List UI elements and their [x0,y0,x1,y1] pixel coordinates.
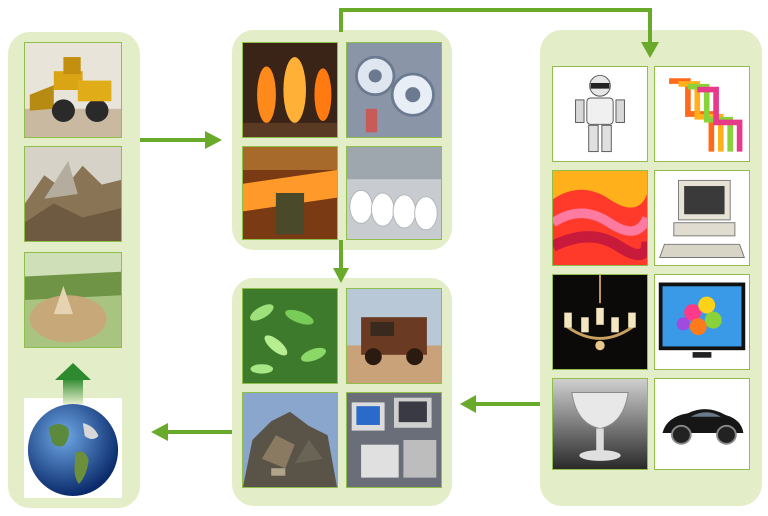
rusted-car-photo [346,288,442,384]
scrap-metal-heap-photo [242,392,338,488]
stacked-chairs-photo [654,66,750,162]
mining-debris-photo [24,146,122,242]
robot-photo [552,66,648,162]
discarded-monitors-photo [346,392,442,488]
chandelier-photo [552,274,648,370]
paper-rolls-photo [346,146,442,240]
flatscreen-tv-photo [654,274,750,370]
hybrid-car-photo [654,378,750,470]
hot-rolling-photo [242,146,338,240]
desktop-computer-photo [654,170,750,266]
arrow-extraction-to-processing [140,131,222,149]
bulldozer-photo [24,42,122,138]
green-glass-bottles-photo [242,288,338,384]
arrow-products-to-waste [460,395,540,413]
molten-steel-photo [242,42,338,138]
arrow-waste-to-earth [151,423,232,441]
red-fabric-photo [552,170,648,266]
crystal-goblet-photo [552,378,648,470]
earth-globe-photo [24,398,122,498]
metal-coils-photo [346,42,442,138]
mine-site-photo [24,252,122,348]
